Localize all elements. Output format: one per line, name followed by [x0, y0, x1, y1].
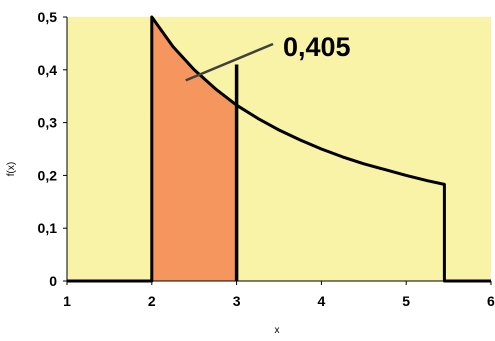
- x-tick-label: 5: [402, 293, 410, 309]
- plot-area: [67, 17, 491, 281]
- y-tick-label: 0,5: [38, 9, 58, 25]
- x-tick-label: 4: [318, 293, 326, 309]
- x-tick-label: 3: [233, 293, 241, 309]
- y-axis-label: f(x): [6, 162, 17, 176]
- y-tick-label: 0,3: [38, 115, 58, 131]
- y-axis-ticks: 0 0,1 0,2 0,3 0,4 0,5: [38, 9, 67, 289]
- shaded-area: [151, 17, 237, 281]
- area-annotation: 0,405: [283, 32, 351, 62]
- x-tick-label: 2: [148, 293, 156, 309]
- density-curve: [67, 15, 491, 283]
- y-tick-label: 0,1: [38, 220, 58, 236]
- x-axis-ticks: 1 2 3 4 5 6: [63, 281, 495, 309]
- y-tick-label: 0,2: [38, 167, 58, 183]
- x-axis-label: x: [275, 325, 280, 336]
- x-tick-label: 6: [487, 293, 495, 309]
- y-tick-label: 0,4: [38, 62, 58, 78]
- x-tick-label: 1: [63, 293, 71, 309]
- annotation-pointer: [185, 42, 274, 82]
- y-tick-label: 0: [49, 273, 57, 289]
